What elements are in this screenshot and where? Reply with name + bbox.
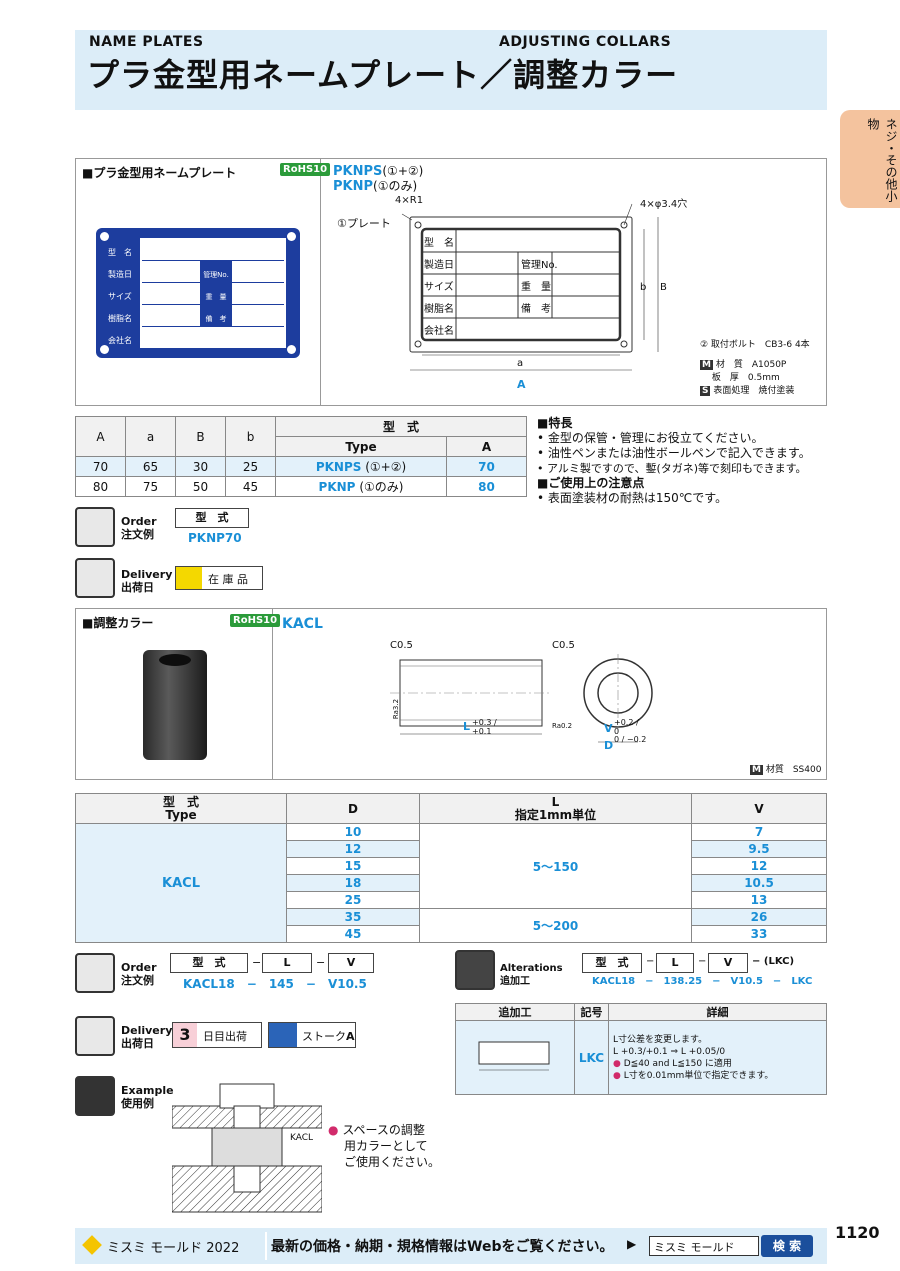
spec-list: M 材 質 A1050P 板 厚 0.5mm S 表面処理 焼付塗装 bbox=[700, 360, 795, 396]
nameplate-drawing bbox=[401, 203, 659, 371]
truck-icon bbox=[75, 558, 115, 598]
example-icon bbox=[75, 1076, 115, 1116]
delivery-days: 3 日目出荷 bbox=[172, 1022, 262, 1048]
example-drawing bbox=[172, 1083, 322, 1213]
misumi-logo-icon bbox=[82, 1235, 102, 1255]
stock-grade: ストークA bbox=[268, 1022, 356, 1048]
phone-icon bbox=[75, 953, 115, 993]
collar-alt-drawing bbox=[478, 1041, 550, 1071]
header-en-right: ADJUSTING COLLARS bbox=[499, 34, 672, 50]
plate-label: ①プレート bbox=[337, 217, 391, 230]
stock-badge: 在 庫 品 bbox=[175, 566, 263, 590]
order-example: PKNP70 bbox=[188, 531, 242, 545]
rohs-badge: RoHS10 bbox=[280, 163, 331, 176]
side-tab[interactable]: ネジ・その他小物 bbox=[840, 110, 900, 208]
footer: ミスミ モールド 2022 最新の価格・納期・規格情報はWebをご覧ください。 … bbox=[75, 1228, 827, 1264]
collar-frame bbox=[75, 608, 827, 780]
page-header: NAME PLATES ADJUSTING COLLARS プラ金型用ネームプレ… bbox=[75, 30, 827, 110]
arrow-icon: ▶ bbox=[627, 1237, 637, 1251]
truck-icon bbox=[75, 1016, 115, 1056]
code-pknp: PKNP bbox=[333, 179, 374, 194]
search-button[interactable]: 検 索 bbox=[761, 1235, 813, 1257]
box-icon bbox=[176, 567, 202, 589]
page-title: プラ金型用ネームプレート／調整カラー bbox=[87, 56, 679, 94]
search-input[interactable]: ミスミ モールド bbox=[649, 1236, 759, 1256]
example-note: ● スペースの調整 用カラーとして ご使用ください。 bbox=[328, 1123, 441, 1169]
nameplate-photo: 型 名製造日サイズ樹脂名会社名 管理No.重 量備 考 bbox=[96, 228, 300, 358]
features: ■特長 • 金型の保管・管理にお役立てください。 • 油性ペンまたは油性ボールペ… bbox=[537, 416, 811, 505]
collar-drawing bbox=[390, 654, 653, 743]
nameplate-section-title: ■プラ金型用ネームプレート bbox=[82, 166, 237, 180]
page-number: 1120 bbox=[835, 1223, 880, 1242]
hole-label: 4×φ3.4穴 bbox=[640, 199, 688, 210]
collar-photo bbox=[143, 650, 207, 760]
nameplate-frame bbox=[75, 158, 827, 406]
collar-order-example: KACL18 − 145 − V10.5 bbox=[183, 977, 367, 991]
alterations-table: 追加工記号詳細 LKC L寸公差を変更します。 L +0.3/+0.1 ⇒ L … bbox=[455, 1003, 827, 1095]
code-pknps: PKNPS bbox=[333, 164, 383, 179]
stock-icon bbox=[269, 1023, 297, 1047]
header-en-left: NAME PLATES bbox=[89, 34, 204, 50]
phone-icon bbox=[75, 507, 115, 547]
bolt-note: ② 取付ボルト CB3-6 4本 bbox=[700, 340, 810, 350]
code-kacl: KACL bbox=[282, 616, 323, 632]
r-label: 4×R1 bbox=[395, 195, 424, 206]
drill-icon bbox=[455, 950, 495, 990]
